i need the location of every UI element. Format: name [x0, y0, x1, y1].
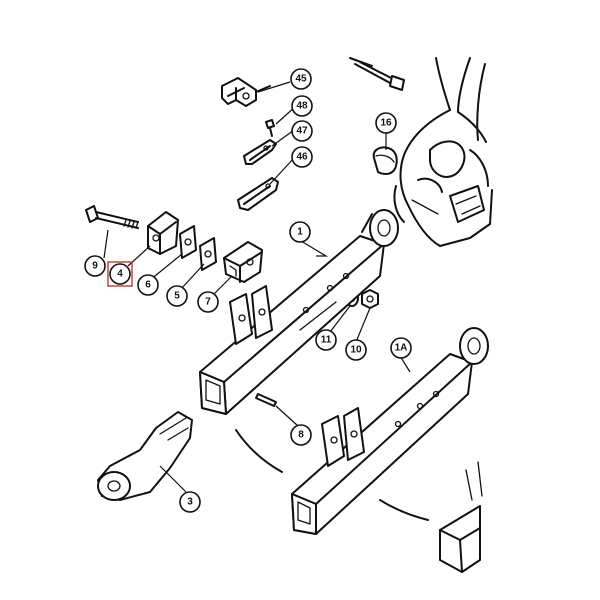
callout-3: 3 — [179, 491, 201, 513]
callout-4-label: 4 — [117, 269, 123, 280]
bushing-part — [372, 146, 398, 175]
callout-16: 16 — [375, 112, 397, 134]
callout-47: 47 — [291, 120, 313, 142]
callout-7-label: 7 — [205, 297, 211, 308]
shim-rear-part — [199, 237, 217, 271]
callout-16-label: 16 — [380, 118, 392, 129]
plate-lower-part — [237, 177, 279, 211]
lower-link-left — [199, 209, 399, 415]
partial-bracket — [439, 461, 483, 573]
callout-8: 8 — [290, 424, 312, 446]
swing-arc-left — [235, 429, 283, 473]
callout-48: 48 — [291, 95, 313, 117]
callout-9: 9 — [84, 255, 106, 277]
link-end-part — [97, 411, 193, 501]
callout-46: 46 — [291, 146, 313, 168]
callout-4: 4 — [107, 261, 133, 287]
callout-10-label: 10 — [350, 345, 362, 356]
callout-11: 11 — [315, 329, 337, 351]
callout-1: 1 — [289, 221, 311, 243]
nut-part — [361, 289, 379, 309]
block-part — [147, 211, 179, 255]
callout-1-label: 1 — [297, 227, 303, 238]
callout-45: 45 — [290, 68, 312, 90]
callout-7: 7 — [197, 291, 219, 313]
callout-5: 5 — [166, 285, 188, 307]
callout-1a: 1A — [390, 337, 412, 359]
callout-5-label: 5 — [174, 291, 180, 302]
callout-10: 10 — [345, 339, 367, 361]
highlight-box — [107, 261, 133, 287]
callout-6-label: 6 — [145, 280, 151, 291]
callout-3-label: 3 — [187, 497, 193, 508]
callout-46-label: 46 — [296, 152, 308, 163]
callout-47-label: 47 — [296, 126, 308, 137]
lift-arm-casting — [349, 57, 493, 247]
latch-block-part — [223, 241, 263, 283]
callout-6: 6 — [137, 274, 159, 296]
callout-1a-label: 1A — [395, 343, 408, 354]
swing-arc-right — [379, 499, 429, 521]
bolt-part — [85, 205, 139, 229]
plate-upper-part — [243, 139, 277, 165]
small-bolt-part — [265, 119, 275, 137]
shim-front-part — [179, 225, 197, 259]
callout-48-label: 48 — [296, 101, 308, 112]
callout-11-label: 11 — [321, 335, 332, 346]
pin-part — [255, 393, 277, 407]
bracket-part — [221, 77, 271, 107]
callout-45-label: 45 — [295, 74, 307, 85]
callout-9-label: 9 — [92, 261, 98, 272]
lower-link-right — [291, 327, 489, 535]
callout-8-label: 8 — [298, 430, 304, 441]
